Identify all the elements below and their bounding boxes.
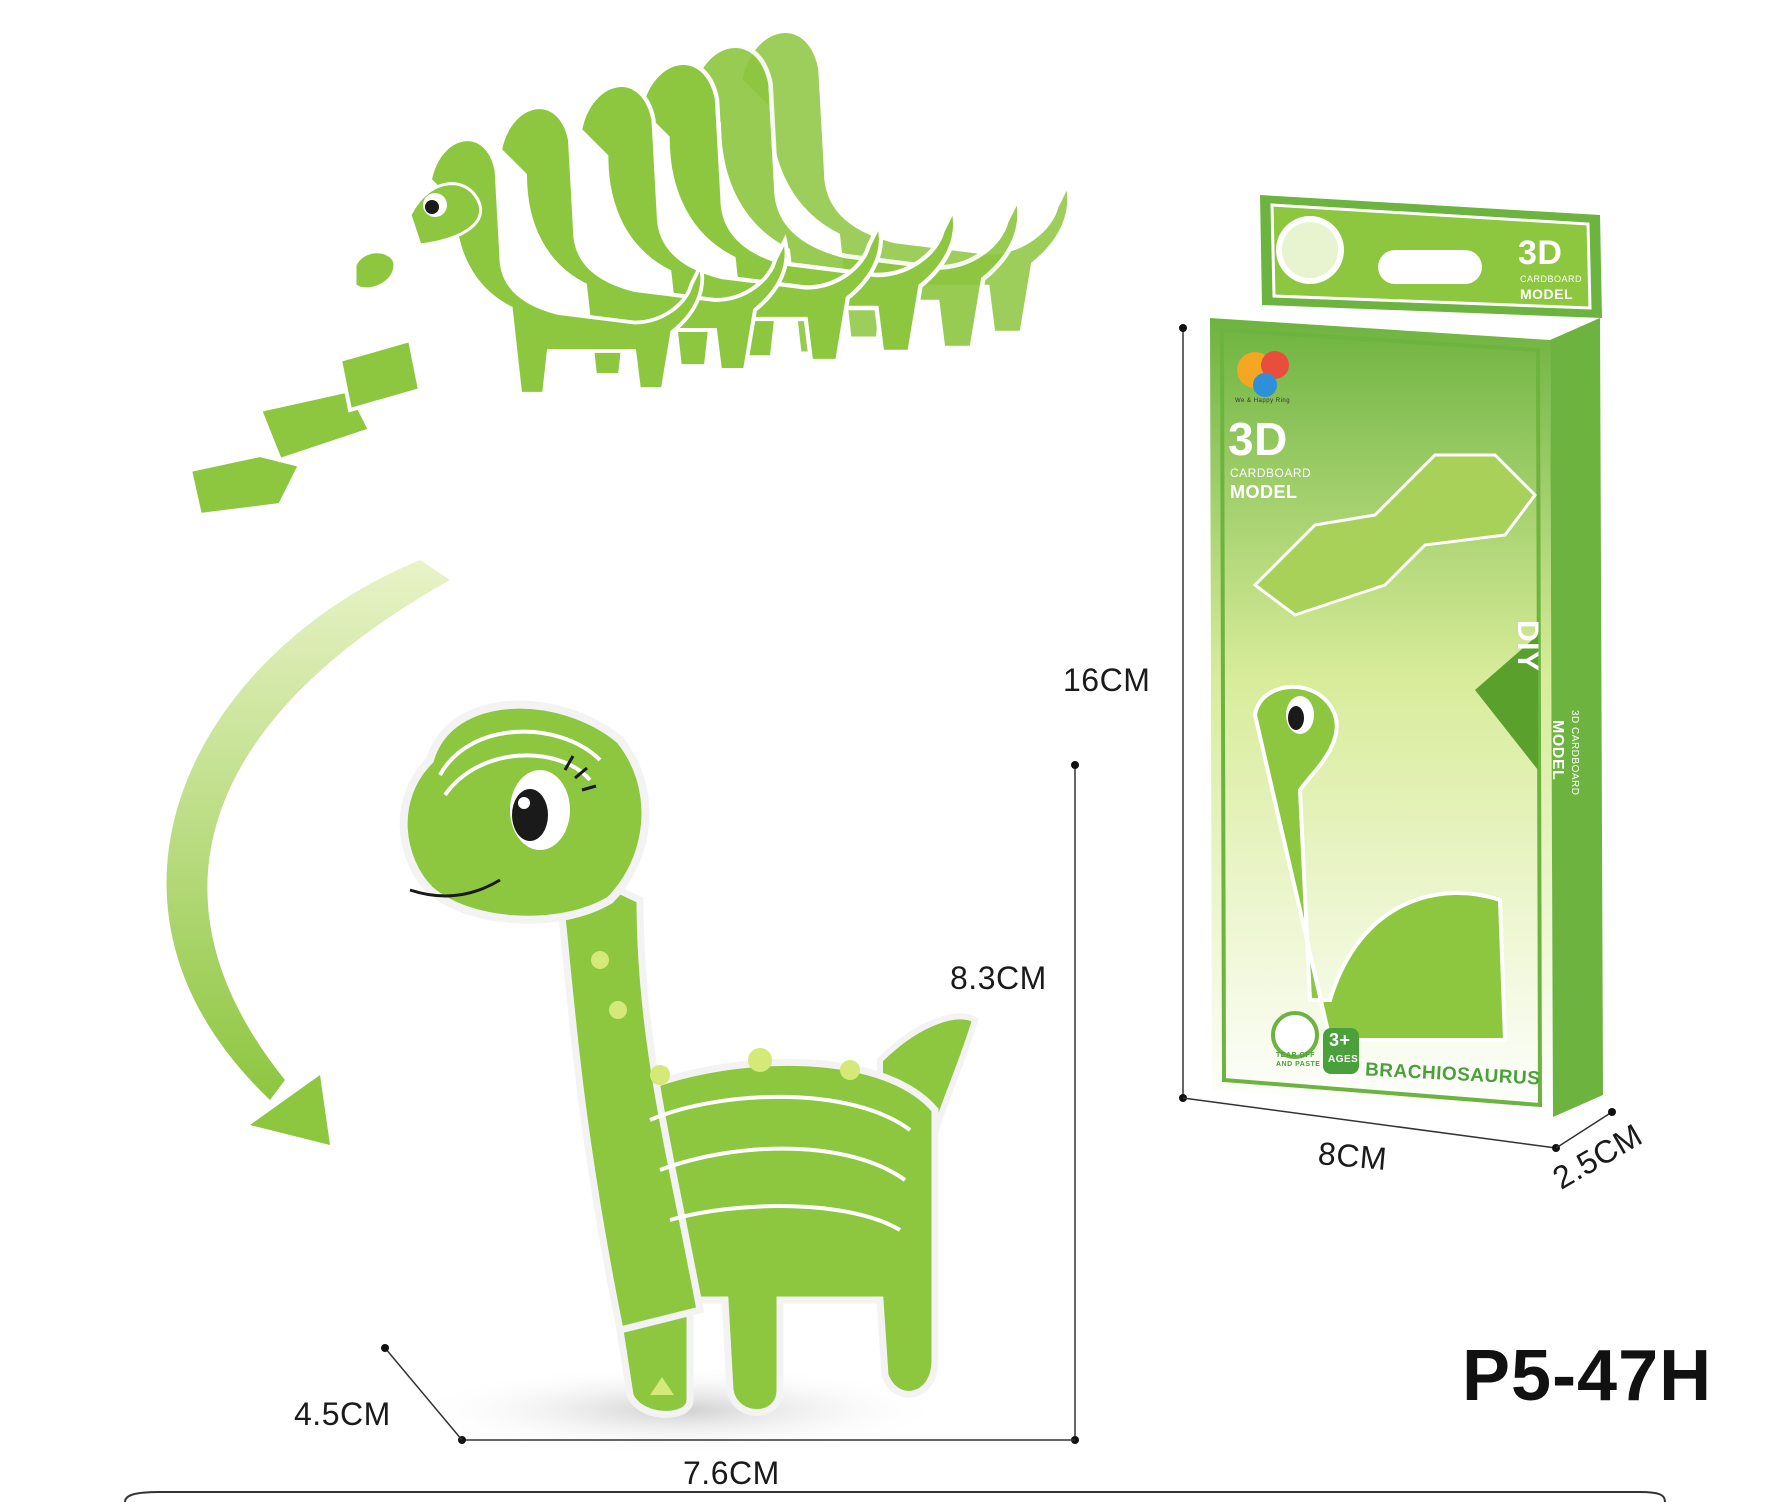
tear-label-2: AND PASTE [1276,1061,1321,1068]
box-side-subtitle-2: MODEL [1549,720,1566,781]
box-height-label: 16CM [1063,662,1151,698]
box-side-diy: DIY [1511,620,1544,672]
box-subtitle-model: MODEL [1230,482,1298,502]
model-depth-label: 4.5CM [294,1396,391,1432]
model-height-label: 8.3CM [950,960,1047,996]
product-code: P5-47H [1462,1336,1713,1416]
model-width-label: 7.6CM [683,1455,780,1491]
box-side-subtitle-1: 3D CARDBOARD [1569,710,1580,796]
curved-arrow-icon [166,560,450,1145]
assembled-dinosaur-model [399,700,979,1455]
product-box [1210,195,1603,1117]
tear-label-1: TEAR OFF [1276,1052,1315,1059]
box-width-label: 8CM [1316,1135,1389,1177]
box-title-3d: 3D [1228,413,1288,465]
box-subtitle-cardboard: CARDBOARD [1230,466,1312,480]
dimension-guides [124,324,1666,1502]
age-badge: 3+ [1329,1030,1351,1050]
exploded-layers-illustration [187,31,1070,518]
box-brand-caption: We & Happy Ring [1235,398,1291,404]
top-flap-cardboard: CARDBOARD [1520,274,1583,284]
top-flap-model: MODEL [1520,286,1574,302]
top-flap-3d: 3D [1518,234,1563,272]
age-label: AGES [1328,1054,1359,1065]
